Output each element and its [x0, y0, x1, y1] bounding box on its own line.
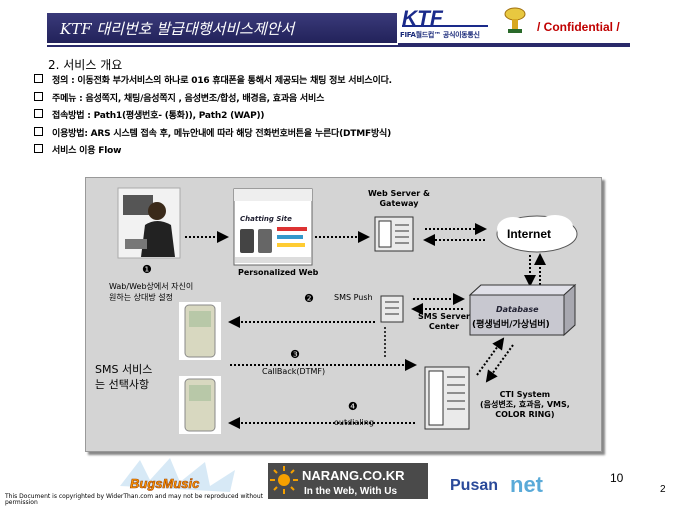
- bugs-music-logo: BugsMusic: [120, 458, 235, 492]
- checkbox-bullet-icon: [34, 91, 43, 101]
- confidential-label: / Confidential /: [537, 20, 620, 34]
- flow-diagram-graphics: Chatting Site Internet: [117, 187, 578, 434]
- sms-push-label: SMS Push: [334, 293, 373, 302]
- database-label: Database: [496, 305, 539, 314]
- bullet-item: 이용방법: ARS 시스템 접속 후, 메뉴안내에 따라 해당 전화번호버튼을 …: [34, 126, 392, 144]
- checkbox-bullet-icon: [34, 74, 43, 83]
- header-divider-thick: [398, 43, 630, 47]
- personalized-web-page: Chatting Site: [233, 188, 313, 266]
- sms-optional-note: SMS 서비스 는 선택사항: [95, 363, 153, 391]
- internet-cloud-icon: Internet: [496, 215, 578, 253]
- database-subtitle: (평생넘버/가상넘버): [472, 320, 550, 330]
- user-photo: [117, 187, 181, 259]
- checkbox-bullet-icon: [34, 126, 43, 136]
- section-title: 2. 서비스 개요: [48, 58, 123, 72]
- ktf-logo-text: KTF: [402, 8, 444, 28]
- ktf-logo: KTF: [402, 8, 488, 28]
- callback-label: CallBack(DTMF): [262, 367, 326, 376]
- bullet-item: 서비스 이용 Flow: [34, 143, 392, 161]
- sms-server-icon: [380, 295, 404, 323]
- internet-label: Internet: [507, 227, 551, 241]
- bullet-list: 정의 : 이동전화 부가서비스의 하나로 016 휴대폰을 통해서 제공되는 채…: [34, 73, 392, 161]
- bullet-item: 접속방법 : Path1(평생번호- (통화)), Path2 (WAP)): [34, 108, 392, 126]
- step-1-description: Wab/Web상에서 자신이 원하는 상대방 설정: [109, 282, 194, 302]
- svg-text:In the Web, With Us: In the Web, With Us: [304, 486, 397, 497]
- chatting-site-label: Chatting Site: [240, 215, 292, 223]
- inner-page-number: 10: [610, 471, 624, 485]
- document-title: KTF 대리번호 발급대행서비스제안서: [60, 20, 295, 38]
- cti-server-icon: [424, 366, 470, 430]
- checkbox-bullet-icon: [34, 144, 43, 154]
- step-2-marker: ❷: [304, 292, 314, 305]
- world-cup-trophy-icon: [504, 7, 526, 33]
- database-box: [468, 283, 577, 337]
- cti-system-label: CTI System (음성변조, 효과음, VMS, COLOR RING): [480, 390, 570, 419]
- personalized-web-label: Personalized Web: [238, 268, 319, 277]
- narang-logo: NARANG.CO.KR In the Web, With Us: [268, 463, 428, 499]
- web-server-icon: [374, 216, 414, 252]
- header-title-bar: [47, 13, 397, 43]
- mobile-phone-icon: [179, 302, 221, 360]
- svg-text:NARANG.CO.KR: NARANG.CO.KR: [302, 468, 405, 483]
- step-4-marker: ❹: [348, 400, 358, 413]
- web-server-label: Web Server & Gateway: [368, 189, 430, 208]
- mobile-phone-icon: [179, 376, 221, 434]
- bullet-item: 정의 : 이동전화 부가서비스의 하나로 016 휴대폰을 통해서 제공되는 채…: [34, 73, 392, 91]
- checkbox-bullet-icon: [34, 109, 43, 119]
- sms-server-center-label: SMS Server Center: [418, 312, 470, 331]
- header-divider: [47, 45, 630, 47]
- page-number: 2: [660, 484, 666, 495]
- svg-text:Pusan: Pusan: [450, 477, 498, 494]
- bullet-item: 주메뉴 : 음성쪽지, 채팅/음성쪽지 , 음성변조/합성, 배경음, 효과음 …: [34, 91, 392, 109]
- step-1-marker: ❶: [142, 263, 152, 276]
- step-3-marker: ❸: [290, 348, 300, 361]
- svg-text:BugsMusic: BugsMusic: [130, 476, 200, 491]
- outdialing-label: outdialing: [334, 418, 374, 427]
- ktf-logo-subtitle: FIFA월드컵™ 공식이동통신: [400, 31, 480, 39]
- copyright-note: This Document is copyrighted by WiderTha…: [5, 493, 263, 506]
- pusan-net-logo: Pusan net: [450, 472, 544, 497]
- svg-text:net: net: [510, 472, 544, 497]
